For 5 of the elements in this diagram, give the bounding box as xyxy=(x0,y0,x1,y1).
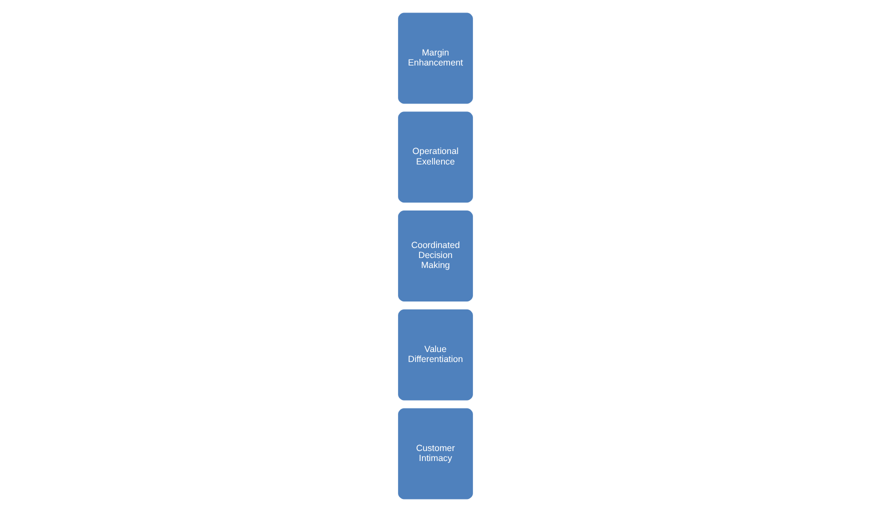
node-box: Operational Exellence xyxy=(396,110,474,204)
node-box: Coordinated Decision Making xyxy=(396,208,474,304)
node-box: Margin Enhancement xyxy=(396,11,474,106)
node-box: Value Differentiation xyxy=(396,308,474,402)
node-box: Customer Intimacy xyxy=(396,406,474,501)
